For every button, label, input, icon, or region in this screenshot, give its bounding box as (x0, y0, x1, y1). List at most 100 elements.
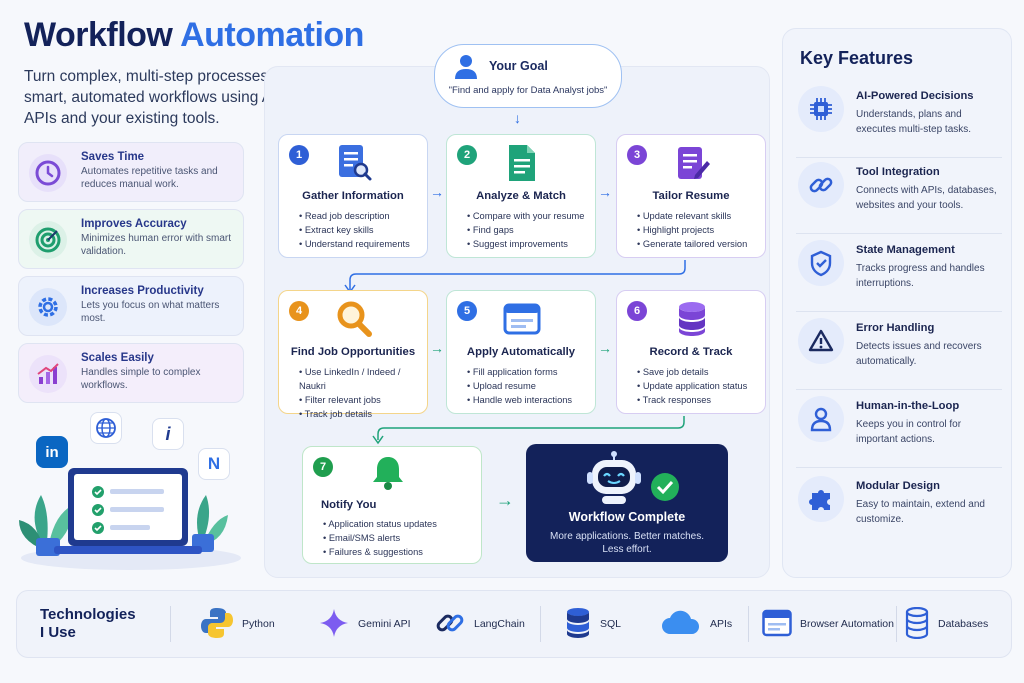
document-icon (503, 143, 541, 183)
tech-python: Python (200, 606, 275, 642)
page-subtitle: Turn complex, multi-step processes into … (24, 68, 332, 127)
shield-check-icon (798, 240, 844, 286)
laptop-illustration (16, 410, 246, 575)
tech-name: Gemini API (358, 618, 411, 630)
step-item: Track responses (637, 393, 747, 407)
step-title: Analyze & Match (476, 190, 566, 202)
arrow-right-icon: → (430, 184, 444, 200)
technologies-label-line2: I Use (40, 624, 76, 641)
complete-desc: More applications. Better matches. Less … (526, 530, 728, 556)
browser-window-icon (762, 609, 792, 640)
arrow-right-icon: → (496, 490, 514, 510)
benefit-title: Improves Accuracy (81, 218, 187, 230)
chain-link-icon (434, 607, 466, 642)
step-item: Generate tailored version (637, 237, 747, 251)
tech-sql: SQL (564, 606, 621, 642)
tech-name: Python (242, 618, 275, 630)
step-title: Apply Automatically (466, 346, 576, 358)
divider (896, 606, 897, 642)
feature-title: State Management (856, 244, 955, 256)
arrow-right-icon: → (598, 184, 612, 200)
feature-desc: Easy to maintain, extend and customize. (856, 499, 985, 525)
step-card-1: 1 Gather Information Read job descriptio… (278, 134, 428, 258)
step-item: Read job description (299, 209, 410, 223)
benefit-desc: Minimizes human error with smart validat… (81, 233, 232, 257)
step-number: 6 (627, 301, 647, 321)
step-items: Use LinkedIn / Indeed / Naukri Filter re… (299, 365, 427, 421)
benefit-desc: Handles simple to complex workflows. (81, 367, 201, 391)
technologies-bar (16, 590, 1012, 658)
warning-icon (798, 318, 844, 364)
step-card-7: 7 Notify You Application status updates … (302, 446, 482, 564)
chip-icon (798, 86, 844, 132)
arrow-right-icon: → (430, 340, 444, 356)
browser-window-icon (503, 299, 541, 339)
title-part2: Automation (180, 16, 364, 54)
clock-icon (29, 154, 67, 192)
benefit-card-saves-time: Saves Time Automates repetitive tasks an… (18, 142, 244, 202)
feature-error-handling: Error Handling Detects issues and recove… (796, 318, 1002, 390)
database-icon (673, 299, 711, 339)
gear-icon (29, 288, 67, 326)
step-card-3: 3 Tailor Resume Update relevant skills H… (616, 134, 766, 258)
step-item: Find gaps (467, 223, 584, 237)
tech-databases: Databases (904, 606, 988, 642)
feature-title: Human-in-the-Loop (856, 400, 960, 412)
naukri-icon: N (198, 448, 230, 480)
step-item: Failures & suggestions (323, 545, 437, 559)
workflow-complete-card: Workflow Complete More applications. Bet… (526, 444, 728, 562)
benefit-title: Scales Easily (81, 352, 154, 364)
tech-name: SQL (600, 618, 622, 630)
feature-desc: Understands, plans and executes multi-st… (856, 109, 972, 135)
divider (748, 606, 749, 642)
feature-desc: Keeps you in control for important actio… (856, 419, 962, 445)
step-number: 5 (457, 301, 477, 321)
cloud-icon (660, 608, 702, 641)
bar-chart-icon (29, 355, 67, 393)
target-icon (29, 221, 67, 259)
step-number: 4 (289, 301, 309, 321)
complete-desc-line2: Less effort. (602, 544, 652, 555)
step-title: Record & Track (649, 346, 733, 358)
step-item: Filter relevant jobs (299, 393, 427, 407)
complete-desc-line1: More applications. Better matches. (550, 531, 704, 542)
feature-tool-integration: Tool Integration Connects with APIs, dat… (796, 162, 1002, 234)
benefit-title: Increases Productivity (81, 285, 204, 297)
feature-desc: Tracks progress and handles interruption… (856, 263, 985, 289)
connector-arrow (372, 416, 685, 445)
technologies-label-line1: Technologies (40, 606, 136, 623)
step-item: Application status updates (323, 517, 437, 531)
benefit-card-scales-easily: Scales Easily Handles simple to complex … (18, 343, 244, 403)
gemini-sparkle-icon (318, 607, 350, 642)
step-title: Notify You (321, 499, 377, 511)
step-number: 1 (289, 145, 309, 165)
step-item: Extract key skills (299, 223, 410, 237)
step-items: Save job details Update application stat… (637, 365, 748, 407)
feature-human-in-the-loop: Human-in-the-Loop Keeps you in control f… (796, 396, 1002, 468)
step-item: Update application status (637, 379, 747, 393)
title-part1: Workflow (24, 16, 173, 54)
robot-icon (584, 450, 644, 511)
feature-desc: Detects issues and recovers automaticall… (856, 341, 982, 367)
check-circle-icon (650, 472, 680, 507)
page-title: Workflow Automation (24, 16, 364, 55)
document-search-icon (335, 143, 373, 183)
tech-langchain: LangChain (434, 606, 525, 642)
tech-name: LangChain (474, 618, 525, 630)
step-number: 2 (457, 145, 477, 165)
database-icon (904, 606, 930, 642)
feature-state-management: State Management Tracks progress and han… (796, 240, 1002, 312)
tech-name: Browser Automation (800, 618, 894, 630)
feature-title: AI-Powered Decisions (856, 90, 974, 102)
divider (540, 606, 541, 642)
step-items: Application status updates Email/SMS ale… (323, 517, 437, 559)
step-item: Use LinkedIn / Indeed / Naukri (299, 365, 427, 393)
tech-apis: APIs (660, 606, 732, 642)
step-item: Upload resume (467, 379, 572, 393)
feature-title: Error Handling (856, 322, 935, 334)
step-items: Update relevant skills Highlight project… (637, 209, 747, 251)
step-items: Read job description Extract key skills … (299, 209, 410, 251)
puzzle-icon (798, 476, 844, 522)
step-item: Understand requirements (299, 237, 410, 251)
feature-ai-powered-decisions: AI-Powered Decisions Understands, plans … (796, 86, 1002, 158)
